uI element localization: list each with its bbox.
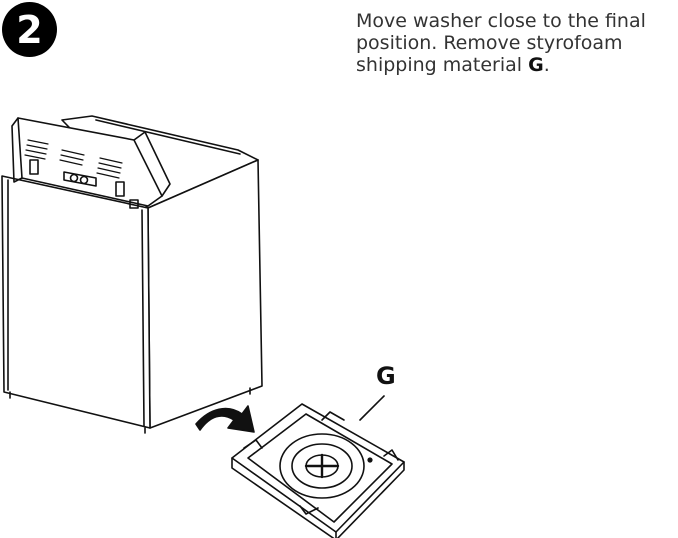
move-arrow-icon bbox=[195, 405, 255, 433]
step-number: 2 bbox=[16, 7, 43, 52]
styrofoam-base-illustration bbox=[231, 403, 405, 538]
callout-label: G bbox=[376, 362, 396, 390]
instruction-body: Move washer close to the final position.… bbox=[356, 10, 646, 76]
washer-illustration bbox=[1, 115, 263, 434]
instruction-end: . bbox=[543, 54, 550, 76]
instruction-part-ref: G bbox=[528, 54, 544, 76]
callout-leader-line bbox=[359, 395, 385, 421]
instruction-text: Move washer close to the final position.… bbox=[356, 10, 676, 76]
step-number-badge: 2 bbox=[2, 2, 57, 57]
